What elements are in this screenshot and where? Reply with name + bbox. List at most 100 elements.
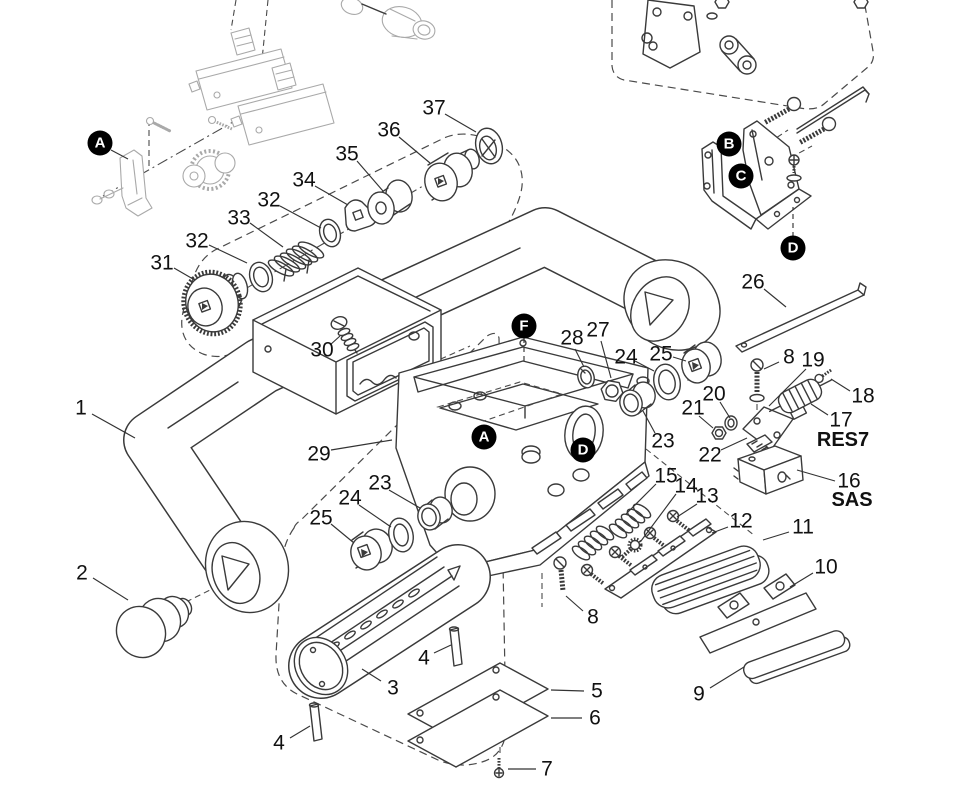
part-callout-18: 18: [851, 385, 874, 408]
ghost-microswitch-pair: [188, 27, 335, 146]
leader-line-29: [330, 439, 393, 451]
bushing-part-23-left: [417, 496, 453, 531]
leader-line-32: [208, 244, 248, 264]
ghost-top-center-valve: [340, 0, 436, 40]
badge-circle-D: [570, 437, 596, 463]
leader-line-31: [173, 267, 194, 280]
part-callout-1: 1: [75, 397, 87, 420]
part-callout-34: 34: [292, 169, 316, 192]
leader-line-4: [289, 725, 311, 739]
washer-part-32-left: [248, 261, 274, 293]
badge-letter-B: B: [724, 136, 735, 153]
washer-part-24-left: [388, 517, 414, 553]
part-callout-13: 13: [695, 485, 718, 508]
leader-line-3: [361, 668, 382, 682]
plug-part-25-right: [681, 341, 722, 384]
part-callout-25: 25: [309, 507, 332, 530]
part-callout-3: 3: [387, 677, 399, 700]
screw-part-8-left: [553, 556, 567, 592]
badge-circle-F: [511, 313, 537, 339]
badge-circle-B: [716, 131, 742, 157]
part-callout-30: 30: [310, 339, 333, 362]
part-callout-31: 31: [150, 252, 173, 275]
badge-circle-A: [87, 130, 113, 156]
part-callout-2: 2: [76, 562, 88, 585]
part-callout-RES7: RES7: [817, 429, 869, 451]
part-callout-7: 7: [541, 758, 553, 781]
badge-letter-F: F: [519, 318, 528, 335]
mount-bolts: [762, 96, 837, 146]
valve-block: [252, 267, 442, 415]
leader-line-9: [709, 666, 745, 689]
part-callout-23: 23: [368, 472, 391, 495]
end-cap-part-2: [115, 595, 193, 659]
bracket-screw-and-washer: [786, 154, 802, 182]
part-callout-6: 6: [589, 707, 601, 730]
leader-line-25: [672, 356, 687, 362]
part-callout-10: 10: [814, 556, 837, 579]
leader-line-5: [550, 689, 585, 692]
switch-part-16-sas: [733, 445, 804, 495]
badge-letter-A: A: [95, 135, 106, 152]
part-callout-37: 37: [422, 97, 445, 120]
leader-line-27: [600, 340, 612, 379]
fitting-part-36: [424, 148, 480, 202]
leader-line-8: [763, 361, 780, 370]
cushion-part-11: [651, 545, 770, 615]
part-callout-21: 21: [681, 397, 704, 420]
leader-line-23: [642, 410, 656, 434]
leader-line-30: [329, 335, 341, 346]
part-callout-28: 28: [560, 327, 583, 350]
part-callout-36: 36: [377, 119, 400, 142]
leader-line-37: [444, 113, 477, 133]
badge-letter-A: A: [479, 429, 490, 446]
part-callout-24: 24: [338, 487, 362, 510]
leader-line-22: [720, 437, 748, 451]
bar-part-9: [742, 630, 851, 685]
nut-part-27: [600, 380, 624, 402]
leader-line-15: [625, 483, 657, 515]
leader-line-35: [356, 160, 384, 192]
bracket-part-10: [699, 573, 817, 654]
part-callout-17: 17: [829, 409, 852, 432]
part-callout-SAS: SAS: [831, 489, 872, 511]
part-callout-4: 4: [273, 732, 285, 755]
bar-part-26: [735, 282, 867, 353]
leader-line-17: [810, 403, 829, 416]
part-callout-8: 8: [587, 606, 599, 629]
part-callout-29: 29: [307, 443, 330, 466]
part-callout-24: 24: [614, 346, 638, 369]
part-callout-5: 5: [591, 680, 603, 703]
springs-part-15: [571, 503, 652, 561]
badge-letter-D: D: [788, 240, 799, 257]
badge-leader-A: [110, 149, 129, 160]
nut-part-21: [711, 426, 727, 440]
bushing-part-35: [367, 179, 413, 225]
leader-line-24: [358, 504, 392, 528]
pad-part-22: [746, 434, 773, 453]
badge-circle-C: [728, 163, 754, 189]
part-callout-15: 15: [654, 465, 677, 488]
part-callout-23: 23: [651, 430, 674, 453]
part-callout-12: 12: [729, 510, 752, 533]
part-callout-22: 22: [698, 444, 721, 467]
leader-line-25: [330, 523, 355, 544]
plug-part-25-left: [350, 528, 393, 571]
part-callout-35: 35: [335, 143, 358, 166]
spring-part-33: [267, 241, 325, 282]
bent-rod: [796, 86, 870, 134]
screw-part-18: [814, 368, 833, 384]
leader-line-13: [676, 503, 698, 518]
leader-line-19: [768, 368, 807, 407]
leader-line-8: [565, 595, 584, 612]
kit-boundary-valve-assembly: [181, 133, 523, 358]
leader-line-24: [634, 360, 655, 372]
badge-letter-C: C: [736, 168, 747, 185]
badge-circle-A: [471, 424, 497, 450]
mount-bracket-b-c: [701, 120, 812, 230]
part-callout-4: 4: [418, 647, 430, 670]
grip-part-3: [288, 544, 491, 699]
